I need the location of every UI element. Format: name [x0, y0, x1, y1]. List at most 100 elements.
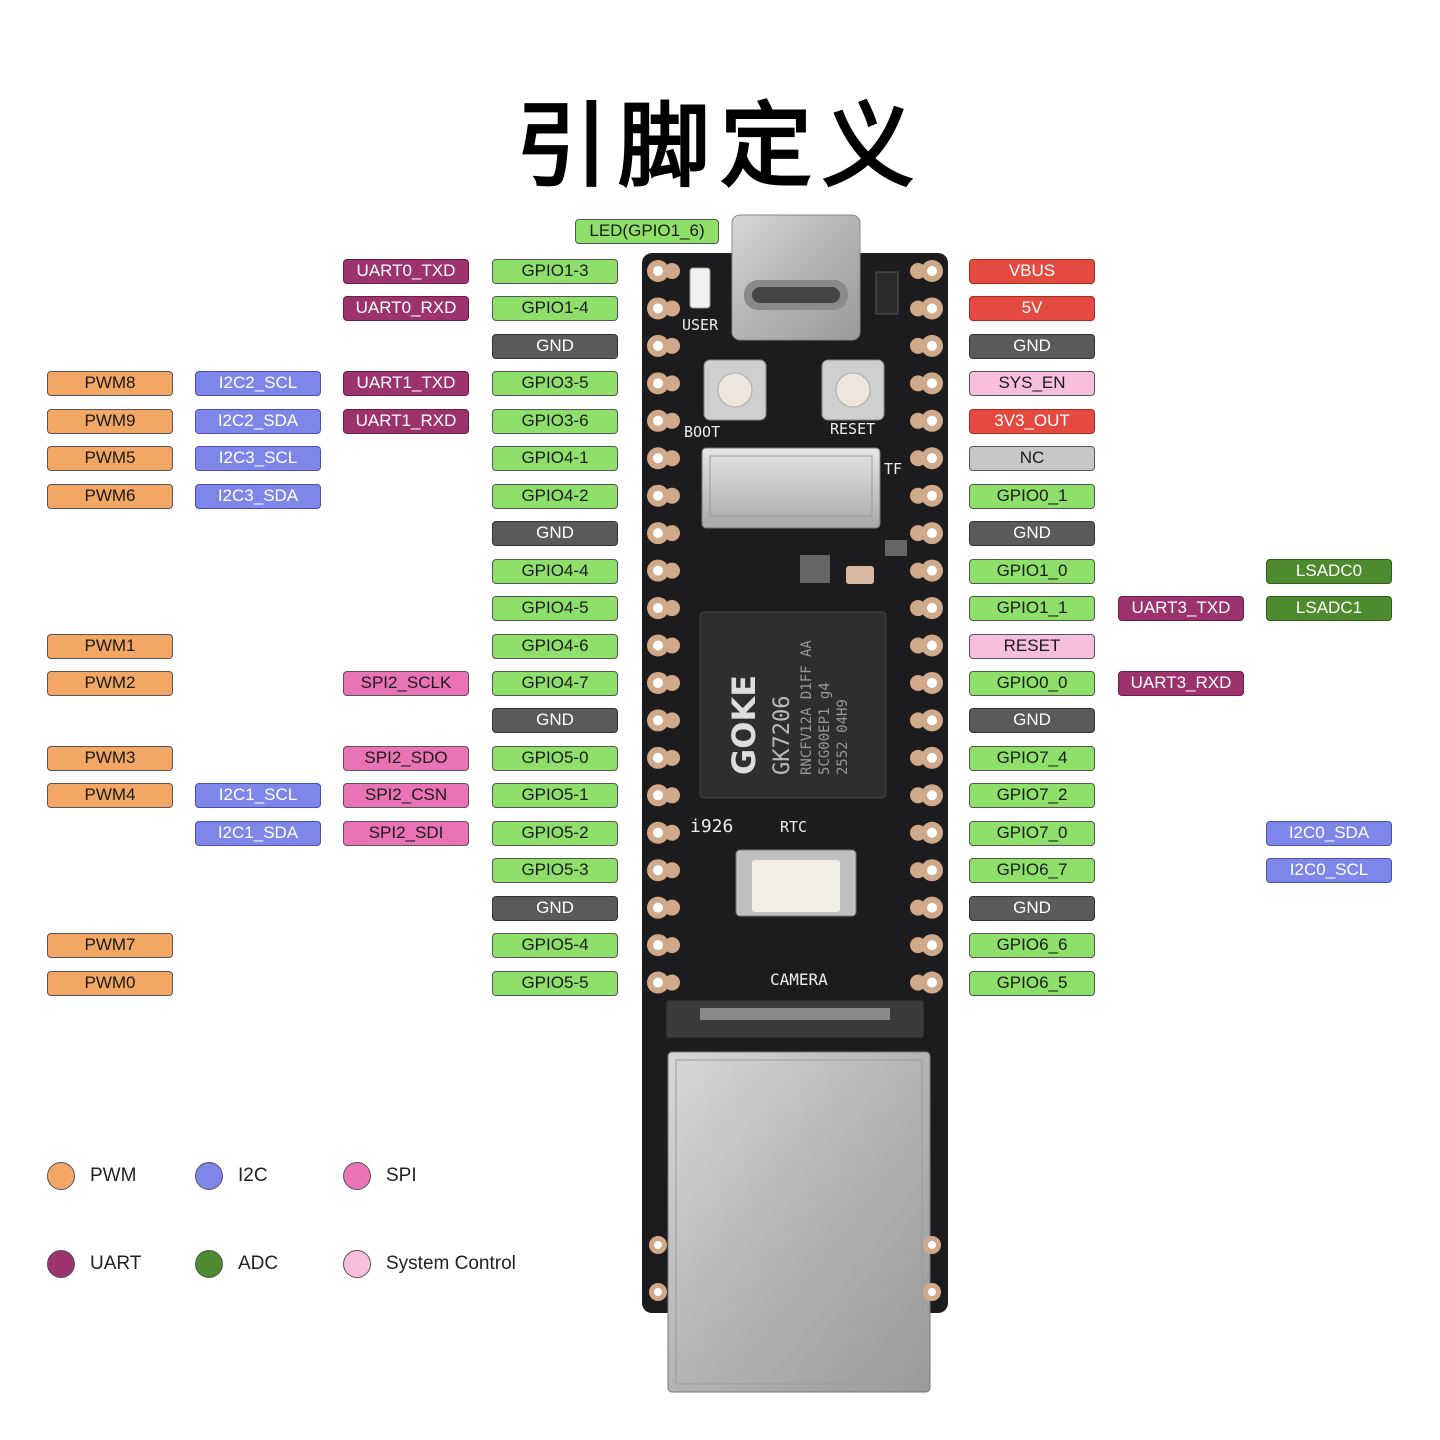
left-pin-label: GND [492, 521, 618, 546]
pin-pad-castellation [664, 337, 680, 354]
left-pin-label: GND [492, 334, 618, 359]
left-alt-function: PWM1 [47, 634, 173, 659]
left-alt-function: UART0_TXD [343, 259, 469, 284]
ethernet-jack [667, 1051, 931, 1393]
left-pin-label: GPIO4-1 [492, 446, 618, 471]
pin-pad-castellation [910, 637, 926, 654]
pin-pad-hole [653, 340, 663, 351]
right-pin-label: GPIO0_1 [969, 484, 1095, 509]
left-alt-function: SPI2_SCLK [343, 671, 469, 696]
pin-pad-castellation [910, 487, 926, 504]
pin-pad-castellation [910, 899, 926, 916]
pin-pad-castellation [664, 787, 680, 804]
left-pin-label: GPIO1-4 [492, 296, 618, 321]
right-alt-function: I2C0_SCL [1266, 858, 1392, 883]
pin-pad-hole [653, 303, 663, 314]
pin-pad-hole [927, 266, 937, 276]
left-alt-function: I2C2_SCL [195, 371, 321, 396]
camera-label: CAMERA [770, 970, 828, 989]
legend-label-i2c: I2C [238, 1165, 268, 1186]
right-alt-function: I2C0_SDA [1266, 821, 1392, 846]
left-pin-label: GPIO5-5 [492, 971, 618, 996]
pin-pad-hole [927, 752, 937, 763]
chip-brand: GOKE [725, 675, 763, 775]
pin-pad-castellation [910, 263, 926, 279]
left-pin-label: GPIO3-5 [492, 371, 618, 396]
pin-pad-castellation [664, 487, 680, 504]
pin-pad-hole [653, 640, 663, 651]
left-pin-label: GPIO4-6 [492, 634, 618, 659]
right-pin-label: GPIO1_0 [969, 559, 1095, 584]
pin-pad-hole [927, 603, 937, 614]
pin-pad-hole [653, 940, 663, 951]
pin-pad-castellation [910, 712, 926, 729]
legend-swatch-sys [343, 1250, 371, 1278]
left-pin-label: GPIO5-3 [492, 858, 618, 883]
legend-swatch-pwm [47, 1162, 75, 1190]
pin-pad-castellation [664, 899, 680, 916]
tf-label: TF [884, 460, 902, 478]
pin-pad-hole [927, 902, 937, 913]
legend-swatch-i2c [195, 1162, 223, 1190]
pin-pad-hole [653, 865, 663, 876]
legend-label-adc: ADC [238, 1253, 279, 1274]
left-alt-function: PWM6 [47, 484, 173, 509]
pin-pad-hole [653, 977, 663, 988]
user-label: USER [682, 316, 719, 334]
reset-label: RESET [830, 420, 875, 438]
pin-pad-castellation [910, 562, 926, 579]
pin-pad-hole [653, 266, 663, 276]
left-pin-label: GND [492, 708, 618, 733]
right-pin-label: GND [969, 708, 1095, 733]
pin-pad-castellation [664, 412, 680, 429]
pin-pad-hole [927, 378, 937, 389]
pin-pad-hole [653, 528, 663, 539]
left-pin-label: GPIO4-5 [492, 596, 618, 621]
right-pin-label: NC [969, 446, 1095, 471]
pin-pad-castellation [910, 600, 926, 617]
right-alt-function: LSADC0 [1266, 559, 1392, 584]
pin-pad-castellation [664, 824, 680, 841]
left-pin-label: GPIO4-4 [492, 559, 618, 584]
right-pin-label: GPIO6_6 [969, 933, 1095, 958]
left-alt-function: UART1_RXD [343, 409, 469, 434]
right-pin-label: GND [969, 896, 1095, 921]
pin-pad-castellation [664, 450, 680, 467]
chip-line-2: 5CG00EP1 g4 [817, 682, 833, 775]
pin-pad-hole [927, 640, 937, 651]
pin-pad-castellation [910, 824, 926, 841]
right-pin-label: VBUS [969, 259, 1095, 284]
pin-pad-hole [653, 378, 663, 389]
legend-swatch-uart [47, 1250, 75, 1278]
left-alt-function: PWM4 [47, 783, 173, 808]
right-pin-label: GND [969, 521, 1095, 546]
left-pin-label: GPIO1-3 [492, 259, 618, 284]
pin-pad-castellation [910, 674, 926, 691]
pin-pad-hole [927, 340, 937, 351]
rtc-label: RTC [780, 818, 807, 836]
pin-pad-castellation [664, 712, 680, 729]
left-alt-function: PWM8 [47, 371, 173, 396]
pin-pad-castellation [664, 749, 680, 766]
left-alt-function: SPI2_SDI [343, 821, 469, 846]
pin-pad-hole [927, 865, 937, 876]
left-alt-function: I2C1_SCL [195, 783, 321, 808]
pin-pad-castellation [910, 787, 926, 804]
pin-pad-hole [653, 603, 663, 614]
pin-pad-castellation [664, 862, 680, 879]
pin-pad-castellation [910, 937, 926, 954]
pin-pad-castellation [664, 600, 680, 617]
left-pin-label: GPIO5-0 [492, 746, 618, 771]
right-pin-label: GPIO6_7 [969, 858, 1095, 883]
left-alt-function: PWM3 [47, 746, 173, 771]
left-pin-label: GPIO4-7 [492, 671, 618, 696]
left-alt-function: I2C3_SCL [195, 446, 321, 471]
pin-pad-hole [927, 827, 937, 838]
pin-pad-hole [927, 677, 937, 688]
pin-pad-hole [927, 490, 937, 501]
pin-pad-hole [927, 453, 937, 464]
pin-pad-castellation [664, 525, 680, 542]
pin-pad-castellation [664, 263, 680, 279]
pin-pad-castellation [910, 300, 926, 317]
